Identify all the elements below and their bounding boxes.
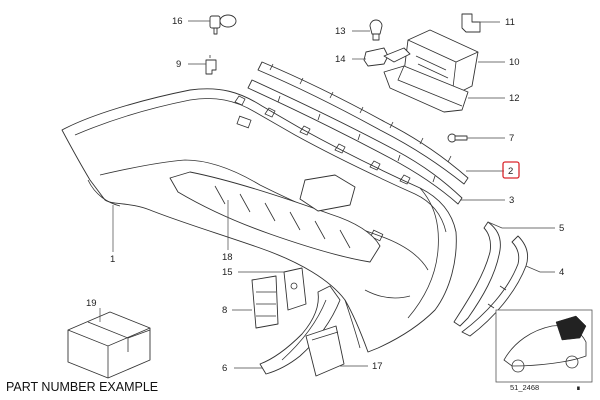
lower-trim-strip[interactable] <box>247 79 463 205</box>
caption: PART NUMBER EXAMPLE <box>6 380 158 394</box>
upper-trim-strip[interactable] <box>257 61 469 185</box>
part-17-pad[interactable] <box>305 325 345 377</box>
part-4-strip[interactable] <box>461 235 529 337</box>
leader-lines <box>99 20 555 369</box>
callout-15[interactable]: 15 <box>222 267 233 278</box>
callout-18[interactable]: 18 <box>222 252 233 263</box>
part-5-strip[interactable] <box>453 221 501 327</box>
part-16-tie[interactable] <box>209 14 237 35</box>
callout-2-highlight[interactable]: 2 <box>502 161 520 179</box>
reference-code: 51_2468 <box>510 383 539 392</box>
callout-6[interactable]: 6 <box>222 363 227 374</box>
callout-12[interactable]: 12 <box>509 93 520 104</box>
callout-2[interactable]: 2 <box>508 166 513 177</box>
part-8-bracket[interactable] <box>251 275 279 329</box>
part-15-cover[interactable] <box>283 267 307 311</box>
callout-11[interactable]: 11 <box>505 17 515 28</box>
callout-3[interactable]: 3 <box>509 195 514 206</box>
part-19-box[interactable] <box>67 311 151 379</box>
part-14-holder[interactable] <box>363 47 389 67</box>
callout-labels: 16 13 11 14 10 9 12 7 2 3 5 4 1 18 15 8 … <box>86 16 564 374</box>
svg-text:∎: ∎ <box>576 383 581 392</box>
part-13-clip[interactable] <box>369 19 383 41</box>
part-12-bracket[interactable] <box>383 65 469 113</box>
callout-5[interactable]: 5 <box>559 223 564 234</box>
callout-7[interactable]: 7 <box>509 133 514 144</box>
callout-10[interactable]: 10 <box>509 57 520 68</box>
part-9-clip[interactable] <box>205 55 217 75</box>
callout-14[interactable]: 14 <box>335 54 346 65</box>
callout-8[interactable]: 8 <box>222 305 227 316</box>
callout-9[interactable]: 9 <box>176 59 181 70</box>
callout-4[interactable]: 4 <box>559 267 564 278</box>
callout-13[interactable]: 13 <box>335 26 346 37</box>
part-7-screw[interactable] <box>447 133 468 143</box>
callout-19[interactable]: 19 <box>86 298 97 309</box>
diffuser-insert[interactable] <box>169 171 381 263</box>
part-11-clip[interactable] <box>461 13 481 33</box>
inset-thumbnail: 51_2468 ∎ <box>495 309 593 392</box>
callout-16[interactable]: 16 <box>172 16 183 27</box>
callout-1[interactable]: 1 <box>110 254 115 265</box>
callout-17[interactable]: 17 <box>372 361 383 372</box>
part-6-support[interactable] <box>259 285 341 375</box>
